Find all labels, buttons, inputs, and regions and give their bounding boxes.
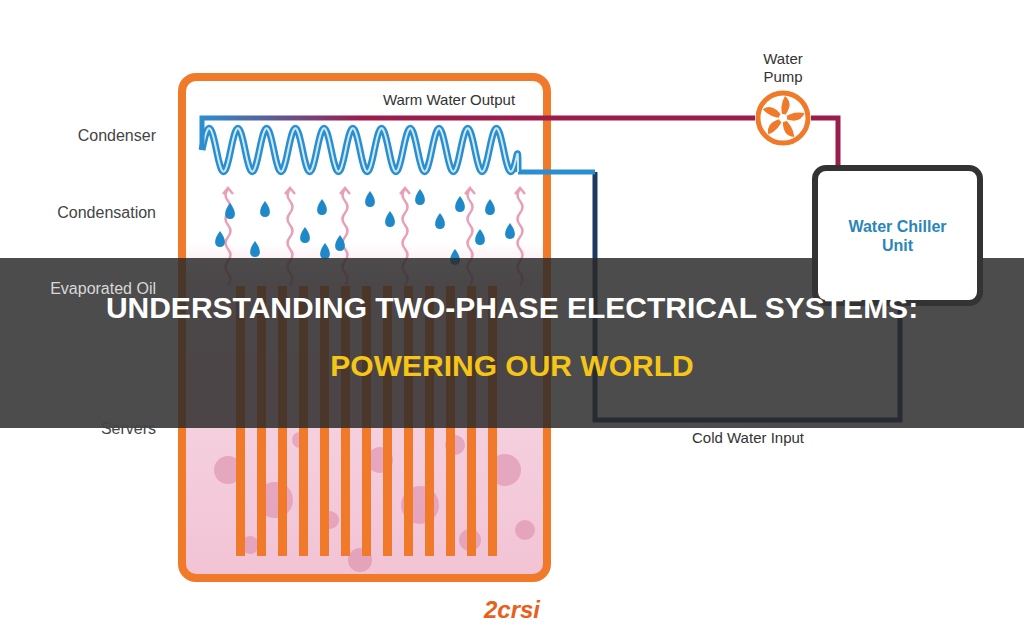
part-label: Warm Water Output	[383, 91, 515, 108]
pump-fan	[755, 90, 811, 146]
pump-label: Water Pump	[748, 50, 818, 86]
brand-logo: 2crsi	[484, 596, 540, 624]
water-drop	[225, 203, 235, 219]
water-drop	[335, 235, 345, 251]
chiller-label: Water Chiller Unit	[835, 217, 960, 255]
water-drop	[415, 189, 425, 205]
chiller-box: Water Chiller Unit	[812, 165, 983, 306]
oil-bubble	[515, 520, 535, 540]
banner-caption: POWERING OUR WORLD	[0, 348, 1024, 384]
condenser-coil	[202, 128, 518, 172]
part-label: Servers	[101, 420, 156, 438]
banner-title: UNDERSTANDING TWO-PHASE ELECTRICAL SYSTE…	[0, 290, 1024, 326]
water-drop	[300, 227, 310, 243]
warm-water-pipe	[202, 118, 755, 150]
condensation-drops	[215, 189, 515, 265]
part-label: Cold Water Input	[692, 429, 804, 446]
warm-water-pipe	[811, 118, 838, 165]
water-drop	[385, 211, 395, 227]
pump-hub	[779, 114, 787, 122]
water-drop	[475, 229, 485, 245]
water-drop	[317, 199, 327, 215]
cold-water-pipe-start	[518, 170, 595, 175]
part-label: Condensation	[57, 204, 156, 222]
water-drop	[320, 243, 330, 259]
water-drop	[485, 199, 495, 215]
water-drop	[505, 223, 515, 239]
pump-symbol: Water Pump	[755, 90, 811, 146]
pump-ring	[758, 93, 808, 143]
water-drop	[260, 201, 270, 217]
water-drop	[455, 196, 465, 212]
part-label: Condenser	[78, 127, 156, 145]
condenser-coil-core	[202, 128, 518, 172]
water-drop	[250, 241, 260, 257]
water-drop	[365, 191, 375, 207]
water-drop	[435, 213, 445, 229]
water-drop	[215, 231, 225, 247]
